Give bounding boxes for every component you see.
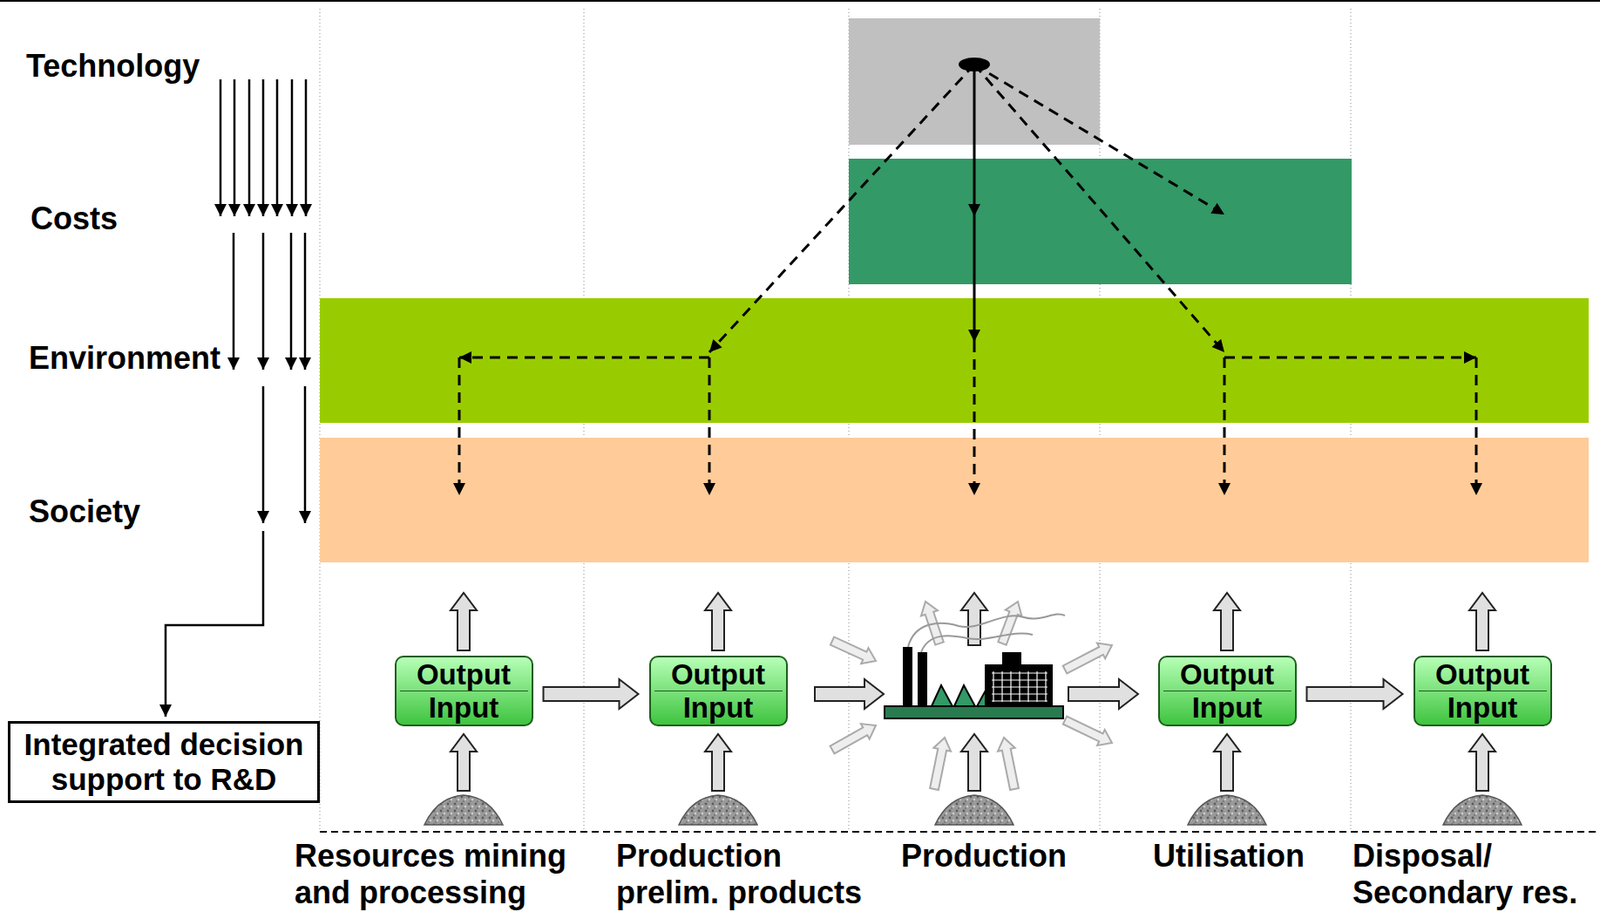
node-text: Integrated decision support to R&D <box>15 726 312 797</box>
node-text: Input <box>1163 690 1292 724</box>
flow-arrow <box>1307 678 1404 709</box>
resource-piles <box>424 794 1522 825</box>
node-text: Input <box>1418 690 1547 724</box>
input-output-box: OutputInput <box>1158 655 1297 726</box>
stage-label: Production <box>901 837 1111 875</box>
node-text: Output <box>1163 657 1292 691</box>
row-label: Technology <box>26 47 200 85</box>
ground-line <box>319 830 1600 833</box>
node-text: Output <box>654 657 783 691</box>
input-output-box: OutputInput <box>649 655 788 726</box>
row-label: Society <box>28 493 141 530</box>
top-rule <box>0 0 1600 2</box>
stage-label: Production prelim. products <box>616 837 878 911</box>
decision-support-box: Integrated decision support to R&D <box>7 720 320 803</box>
row-label: Environment <box>28 339 221 377</box>
flow-arrows <box>450 592 1496 791</box>
stage-label: Utilisation <box>1152 837 1345 875</box>
node-text: Input <box>654 690 783 724</box>
node-text: Output <box>400 657 529 691</box>
stage-label: Disposal/ Secondary res. <box>1352 837 1597 911</box>
impact-arrows <box>459 57 1477 495</box>
stage-label: Resources mining and processing <box>294 837 596 911</box>
node-text: Input <box>400 690 529 724</box>
node-text: Output <box>1418 657 1547 691</box>
input-output-box: OutputInput <box>394 655 534 726</box>
factory-illustration <box>884 613 1065 719</box>
society-band <box>319 437 1589 563</box>
aggregation-arrows <box>165 79 306 717</box>
flow-arrow <box>543 678 639 709</box>
input-output-box: OutputInput <box>1413 655 1553 726</box>
row-label: Costs <box>30 200 118 238</box>
environment-band <box>319 298 1589 423</box>
costs-band <box>848 158 1352 285</box>
